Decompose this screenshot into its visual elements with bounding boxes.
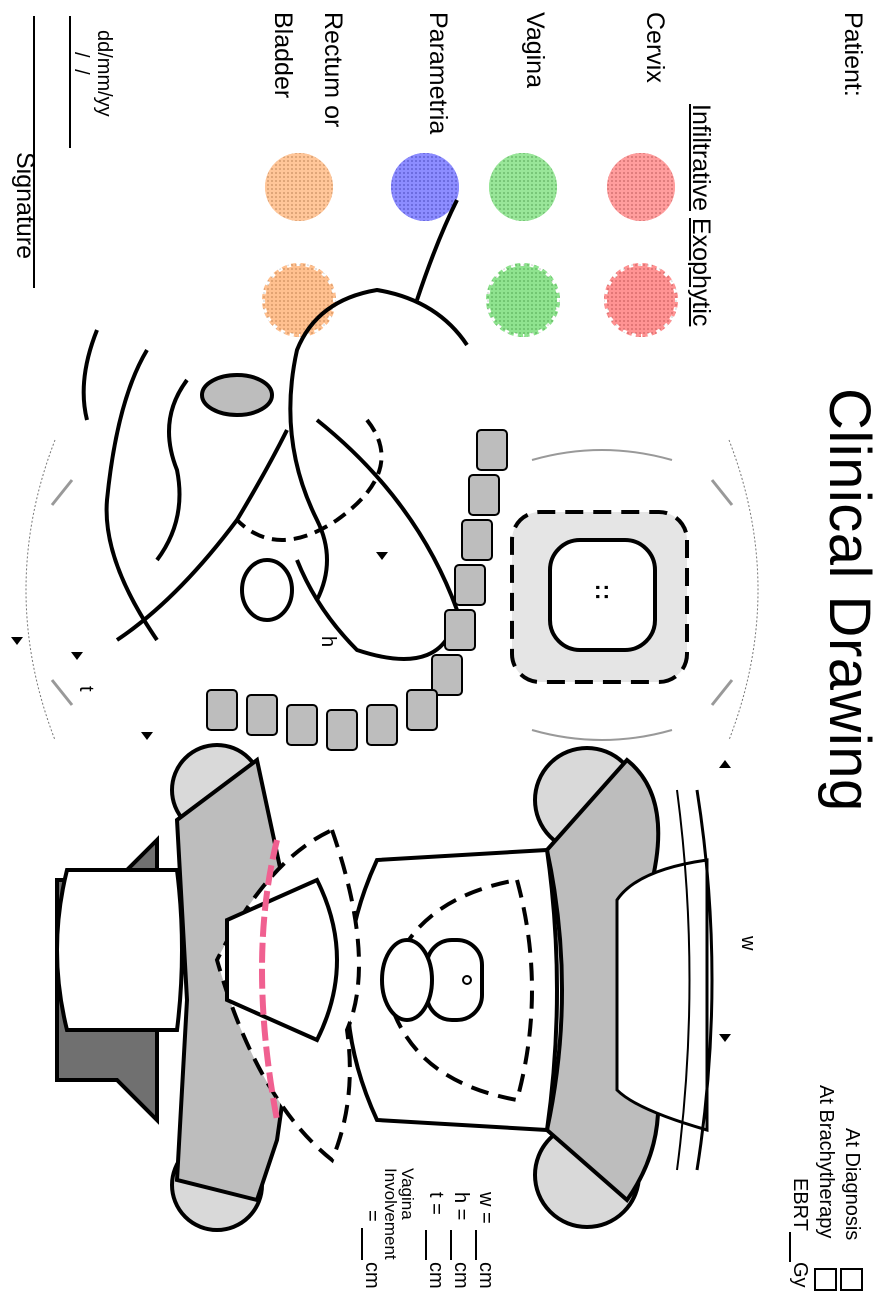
sagittal-pelvis-view [84, 200, 467, 659]
coronal-pelvis-view [57, 745, 359, 1230]
speculum-cervix-view: ∷ [26, 440, 758, 740]
spine-vertebrae [207, 430, 507, 750]
axial-pelvis-view [347, 748, 712, 1227]
svg-text:∷: ∷ [589, 585, 614, 599]
